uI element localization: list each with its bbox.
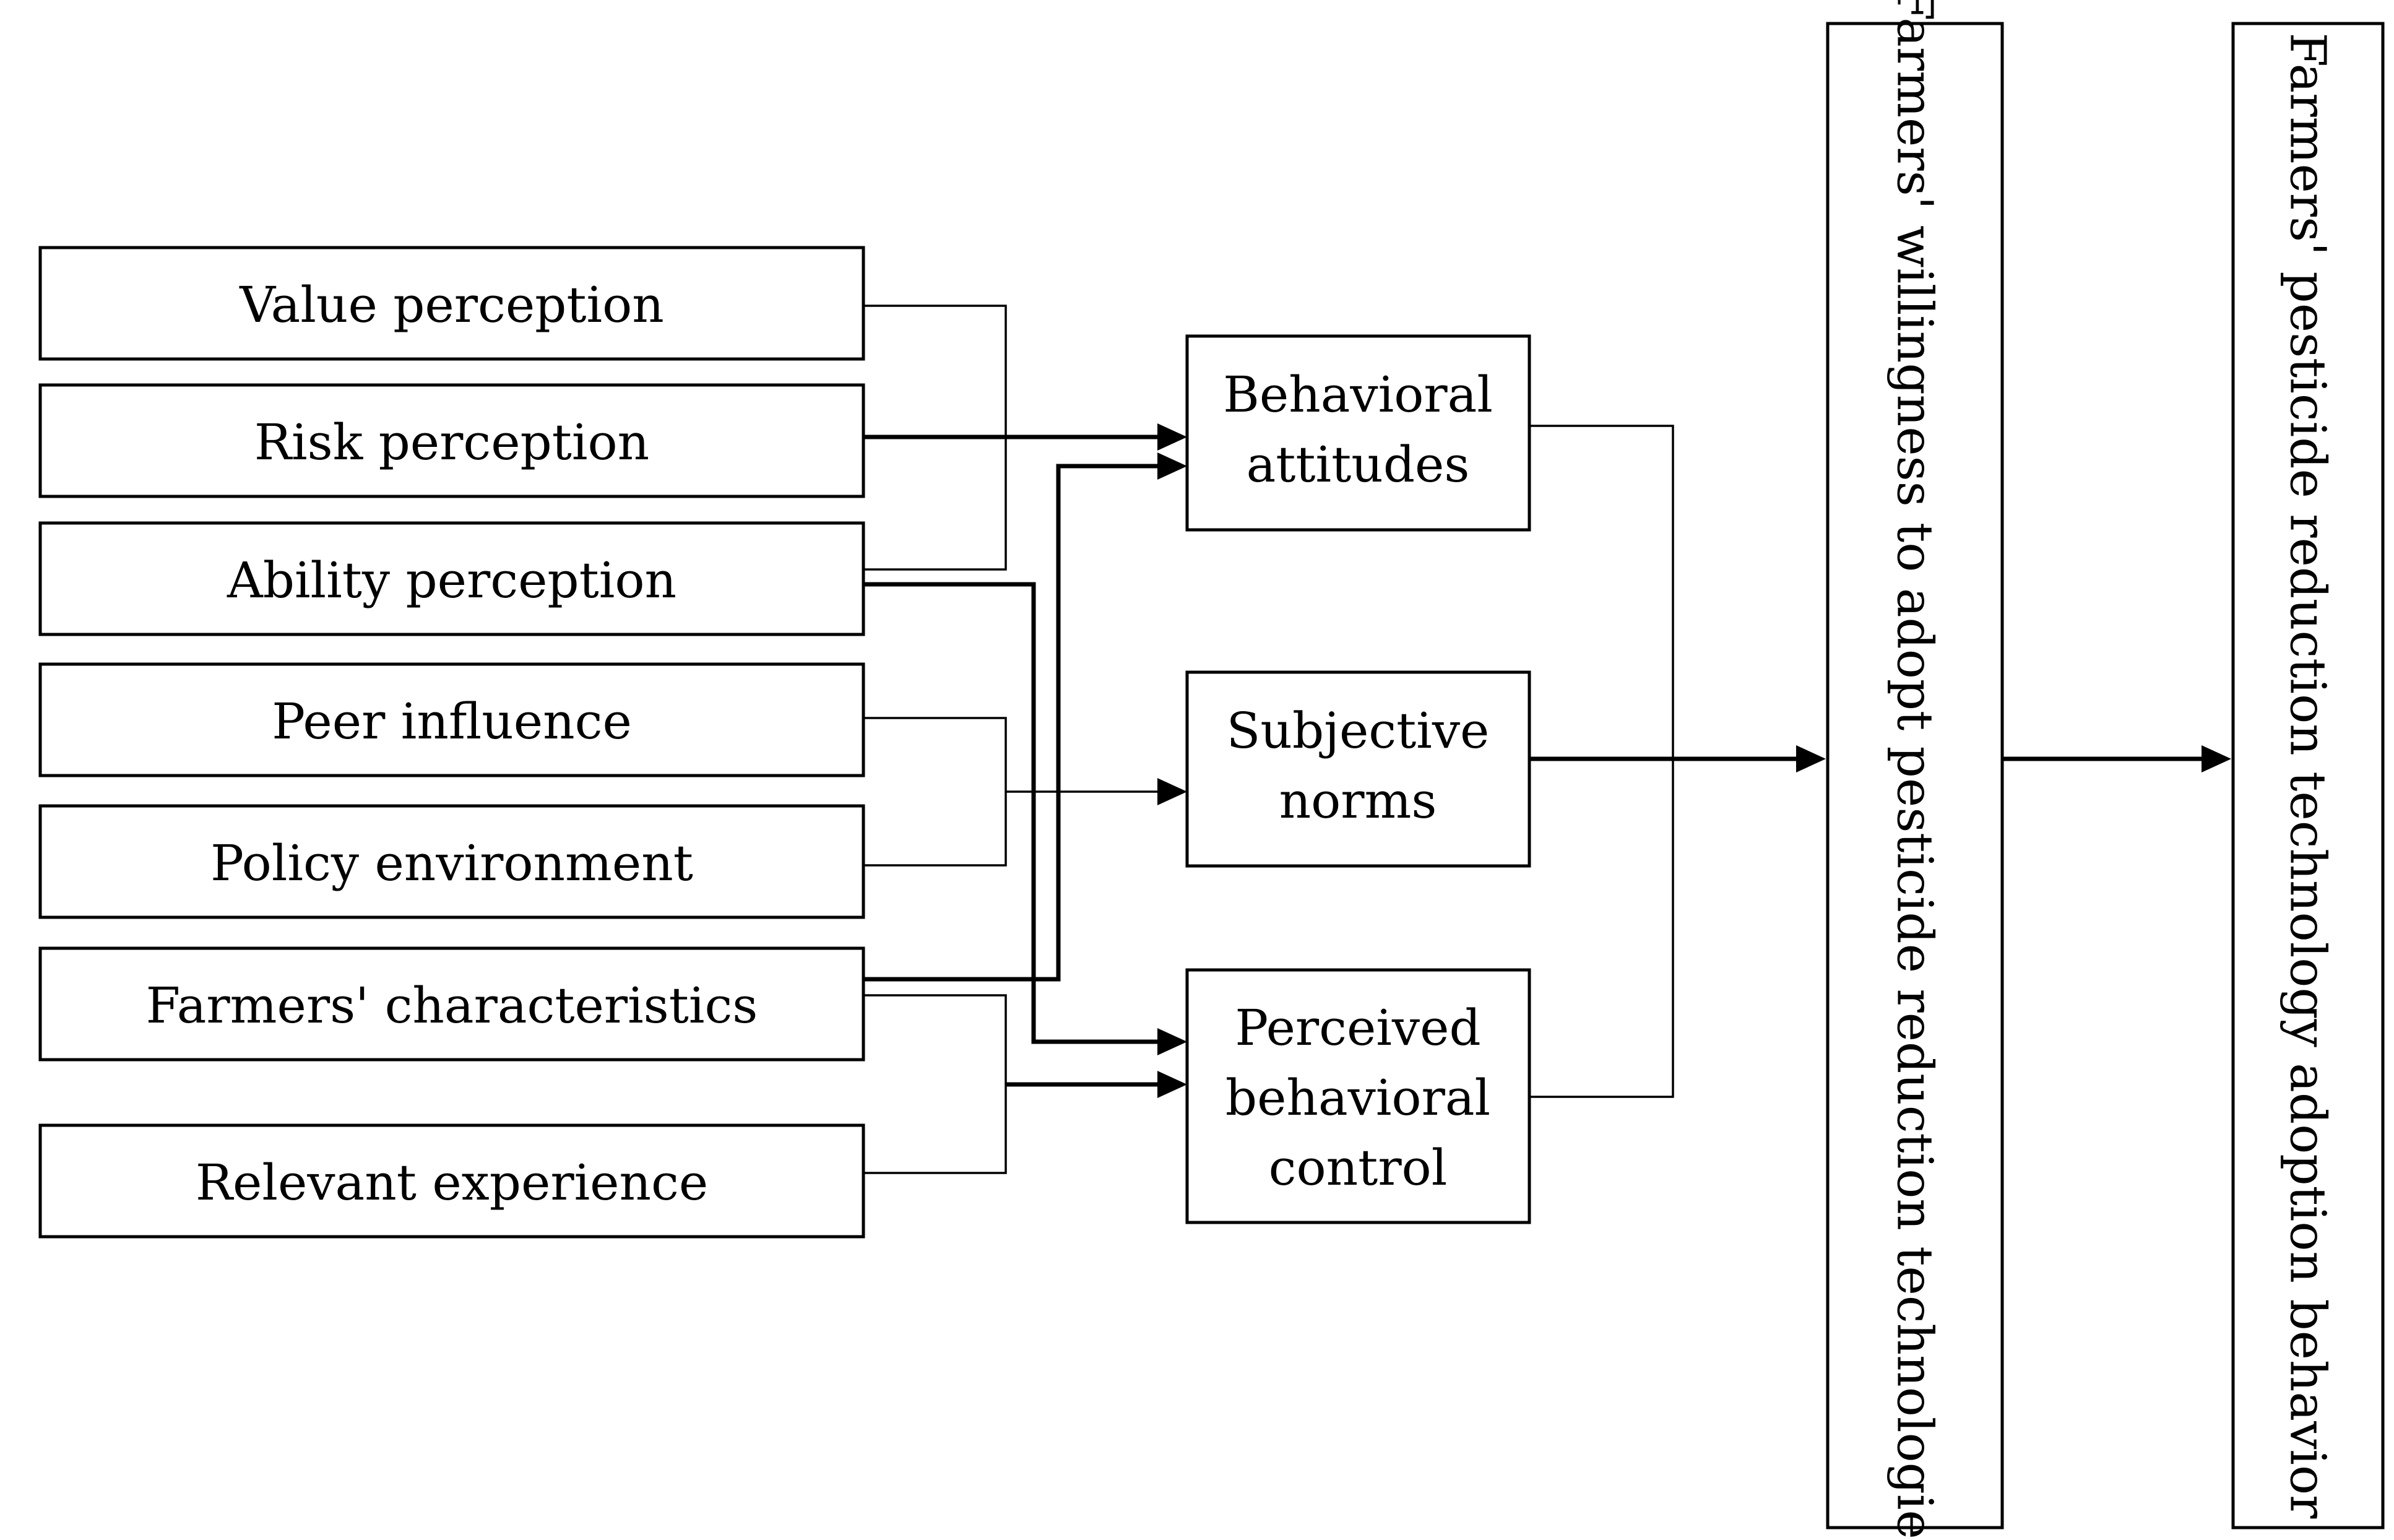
outcome-label: Farmers' willingness to adopt pesticide …	[1886, 0, 1944, 1540]
connector-constructs-merge	[1531, 425, 1674, 1098]
arrowhead-behavioral-attitudes-upper	[1157, 423, 1187, 451]
construct-label-line: behavioral	[1225, 1069, 1490, 1127]
arrowhead-behavioral-attitudes-lower	[1157, 452, 1187, 480]
factor-label: Farmers' characteristics	[146, 977, 758, 1034]
arrowhead-subjective-norms	[1157, 778, 1187, 805]
connector-ability-perception-to-control	[863, 582, 1164, 1044]
factor-label: Relevant experience	[196, 1154, 708, 1211]
arrowhead-willingness	[1796, 745, 1826, 772]
factor-box-risk-perception: Risk perception	[38, 383, 865, 498]
connector-farmers-characteristics-to-attitudes	[863, 464, 1164, 982]
arrowhead-behavior	[2202, 745, 2231, 772]
construct-label-line: Subjective	[1227, 702, 1490, 759]
outcome-box-willingness: Farmers' willingness to adopt pesticide …	[1826, 0, 2004, 1540]
factor-box-relevant-experience: Relevant experience	[38, 1123, 865, 1239]
factor-label: Risk perception	[254, 413, 649, 471]
construct-label-line: norms	[1279, 772, 1437, 829]
connectors-to-subjective-norms	[863, 717, 1187, 867]
construct-label-line: control	[1269, 1139, 1448, 1196]
factor-box-peer-influence: Peer influence	[38, 662, 865, 777]
connector-peer-policy	[863, 717, 1007, 867]
connectors-to-behavioral-attitudes	[863, 305, 1187, 982]
factor-box-policy-environment: Policy environment	[38, 804, 865, 919]
factor-label: Peer influence	[272, 693, 632, 750]
connector-characteristics-experience	[863, 994, 1007, 1174]
outcome-box-behavior: Farmers' pesticide reduction technology …	[2231, 22, 2385, 1529]
construct-box-subjective-norms: Subjective norms	[1185, 670, 1531, 868]
connectors-to-perceived-behavioral-control	[863, 582, 1187, 1174]
outcome-label: Farmers' pesticide reduction technology …	[2279, 33, 2337, 1520]
factor-box-farmers-characteristics: Farmers' characteristics	[38, 946, 865, 1062]
factor-label: Value perception	[239, 276, 664, 334]
construct-label-line: Perceived	[1235, 999, 1480, 1057]
factor-label: Ability perception	[227, 552, 676, 609]
construct-label-line: attitudes	[1247, 436, 1470, 493]
construct-label-line: Behavioral	[1223, 366, 1493, 423]
connectors-to-outcomes	[1531, 425, 2231, 1098]
arrowhead-control-upper	[1157, 1028, 1187, 1055]
factor-box-ability-perception: Ability perception	[38, 521, 865, 636]
construct-box-behavioral-attitudes: Behavioral attitudes	[1185, 334, 1531, 532]
factor-box-value-perception: Value perception	[38, 246, 865, 361]
factor-label: Policy environment	[210, 834, 693, 892]
construct-box-perceived-behavioral-control: Perceived behavioral control	[1185, 968, 1531, 1224]
arrowhead-control-lower	[1157, 1071, 1187, 1098]
